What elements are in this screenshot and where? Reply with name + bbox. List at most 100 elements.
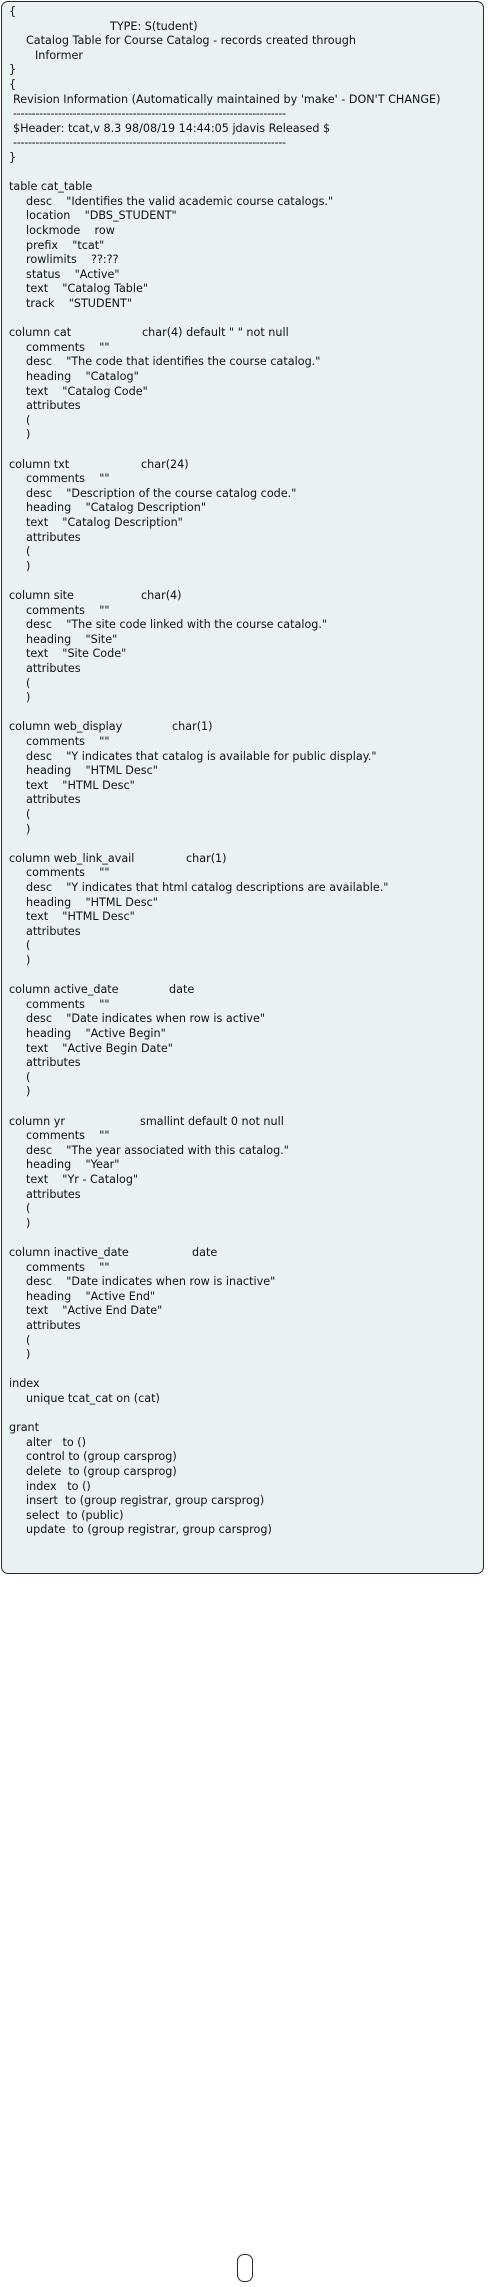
column-property: heading "Active End" (26, 1289, 156, 1303)
column-property: text "Active Begin Date" (26, 1041, 173, 1055)
column-property: text "Active End Date" (26, 1304, 163, 1318)
column-property: ) (26, 1348, 31, 1362)
column-property: heading "HTML Desc" (26, 764, 158, 778)
table-property: track "STUDENT" (26, 297, 132, 310)
column-property: attributes (26, 399, 81, 413)
column-declaration: column site (9, 589, 74, 602)
column-property: ( (26, 545, 31, 559)
column-property: desc "Y indicates that catalog is availa… (26, 749, 377, 763)
brace: } (9, 151, 17, 164)
table-property: status "Active" (26, 267, 120, 281)
column-type: char(24) (141, 457, 189, 471)
column-type: char(4) default " " not null (142, 326, 289, 340)
revision-title: Revision Information (Automatically main… (13, 92, 441, 106)
column-property: desc "Y indicates that html catalog desc… (26, 881, 389, 894)
type-line: TYPE: S(tudent) (110, 19, 198, 33)
column-property: attributes (26, 1187, 81, 1201)
column-property: ) (26, 1216, 31, 1230)
grant-line: insert to (group registrar, group carspr… (26, 1494, 265, 1508)
column-property: ( (26, 1070, 31, 1084)
column-property: desc "The code that identifies the cours… (26, 355, 321, 369)
column-property: desc "The site code linked with the cour… (26, 618, 328, 632)
table-declaration: table cat_table (9, 180, 93, 194)
column-property: comments "" (26, 472, 110, 486)
column-type: smallint default 0 not null (140, 1114, 284, 1128)
index-line: unique tcat_cat on (cat) (26, 1392, 160, 1405)
grant-line: update to (group registrar, group carspr… (26, 1523, 272, 1537)
table-property: location "DBS_STUDENT" (26, 209, 177, 223)
column-type: char(1) (172, 720, 213, 734)
column-property: comments "" (26, 997, 110, 1011)
column-property: desc "Description of the course catalog … (26, 486, 297, 500)
column-property: ( (26, 939, 31, 953)
grant-line: select to (public) (26, 1508, 124, 1522)
document-panel (1, 1, 484, 1574)
column-property: ( (26, 413, 31, 427)
column-property: text "Catalog Code" (26, 384, 148, 398)
column-type: date (192, 1246, 218, 1259)
column-property: comments "" (26, 1260, 110, 1274)
column-property: attributes (26, 793, 81, 807)
column-property: heading "Catalog Description" (26, 501, 206, 515)
description-line: Informer (35, 48, 83, 62)
column-property: desc "The year associated with this cata… (26, 1143, 289, 1157)
table-property: prefix "tcat" (26, 238, 105, 252)
scroll-handle[interactable] (237, 2254, 253, 2282)
table-property: lockmode row (26, 224, 115, 237)
column-property: desc "Date indicates when row is active" (26, 1012, 266, 1026)
grant-line: index to () (26, 1479, 91, 1493)
grant-line: delete to (group carsprog) (26, 1465, 177, 1478)
brace: { (9, 5, 17, 18)
column-type: char(1) (186, 851, 227, 865)
column-declaration: column txt (9, 457, 70, 471)
column-property: comments "" (26, 735, 110, 748)
column-property: ) (26, 559, 31, 573)
column-declaration: column cat (9, 326, 72, 340)
column-declaration: column yr (9, 1114, 65, 1128)
grant-declaration: grant (9, 1421, 40, 1435)
grant-line: alter to () (26, 1435, 87, 1449)
column-property: ( (26, 808, 31, 821)
column-property: text "Catalog Description" (26, 516, 183, 529)
column-property: ) (26, 822, 31, 836)
column-property: heading "Year" (26, 1158, 120, 1172)
column-property: text "Site Code" (26, 647, 127, 661)
column-declaration: column web_display (9, 720, 123, 734)
table-property: text "Catalog Table" (26, 282, 149, 296)
column-property: comments "" (26, 866, 110, 880)
column-property: comments "" (26, 1129, 110, 1143)
column-property: text "HTML Desc" (26, 778, 135, 792)
column-property: attributes (26, 924, 81, 938)
column-property: ) (26, 428, 31, 442)
column-declaration: column active_date (9, 983, 119, 997)
brace: } (9, 63, 17, 77)
column-property: desc "Date indicates when row is inactiv… (26, 1275, 276, 1289)
grant-line: control to (group carsprog) (26, 1450, 177, 1464)
column-property: heading "Active Begin" (26, 1027, 166, 1040)
separator: ----------------------------------------… (13, 107, 286, 121)
column-property: comments "" (26, 340, 110, 354)
column-property: attributes (26, 530, 81, 544)
column-property: ) (26, 954, 31, 967)
column-declaration: column web_link_avail (9, 851, 135, 865)
column-property: heading "Catalog" (26, 370, 139, 383)
table-property: desc "Identifies the valid academic cour… (26, 194, 334, 208)
separator: ----------------------------------------… (13, 136, 286, 150)
column-property: ( (26, 1333, 31, 1347)
column-property: attributes (26, 1319, 81, 1332)
column-type: char(4) (141, 589, 182, 602)
column-property: text "HTML Desc" (26, 910, 135, 924)
revision-header: $Header: tcat,v 8.3 98/08/19 14:44:05 jd… (13, 121, 331, 135)
column-property: attributes (26, 1056, 81, 1070)
column-property: ( (26, 1202, 31, 1216)
column-type: date (169, 983, 195, 997)
column-property: text "Yr - Catalog" (26, 1173, 139, 1186)
brace: { (9, 78, 17, 91)
column-property: ( (26, 676, 31, 690)
column-property: heading "HTML Desc" (26, 895, 158, 909)
description-line: Catalog Table for Course Catalog - recor… (26, 34, 356, 48)
column-declaration: column inactive_date (9, 1246, 129, 1259)
column-property: comments "" (26, 603, 110, 617)
column-property: ) (26, 691, 31, 705)
index-declaration: index (9, 1377, 40, 1391)
